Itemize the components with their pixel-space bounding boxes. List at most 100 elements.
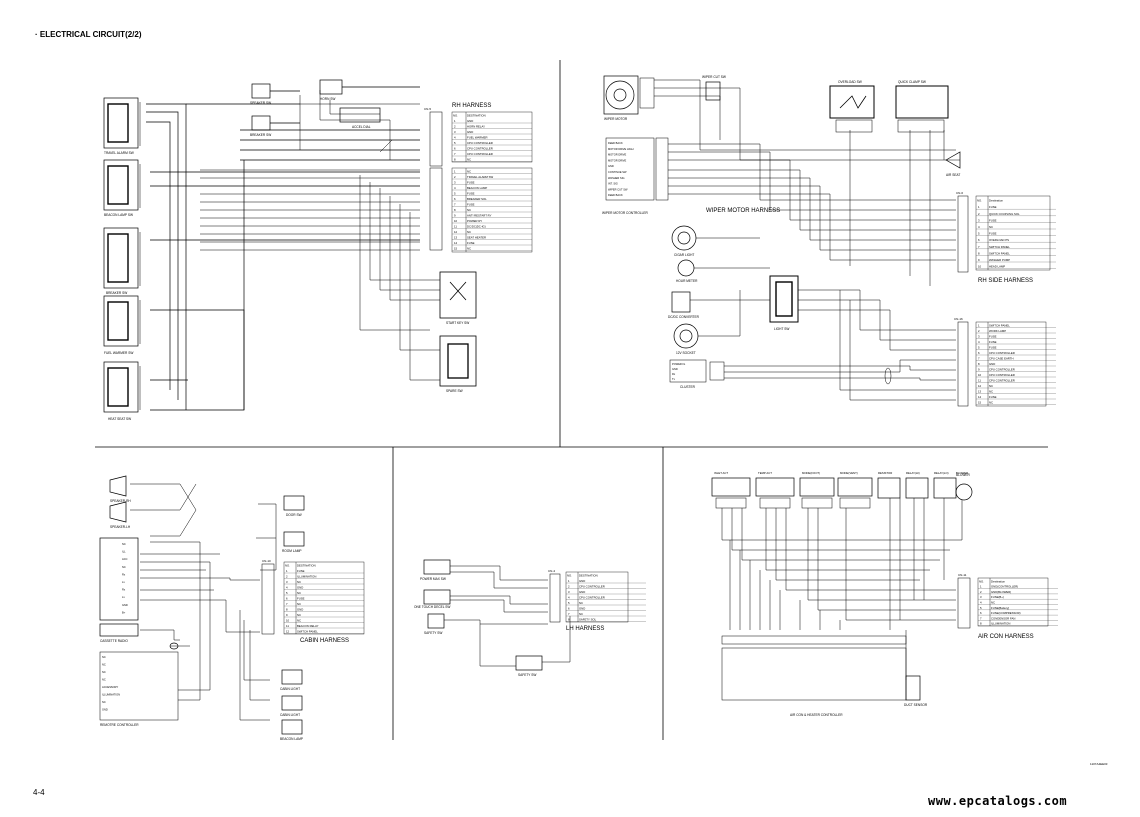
- one-touch-decel-sw-label: ONE TOUCH DECEL SW: [414, 605, 450, 609]
- rh_bottom-row-no: 13: [454, 236, 458, 240]
- rh_side_bottom-row-dest: CPU CASE EARTH: [989, 357, 1014, 361]
- rh_bottom-row-dest: ANTI RESTART RY: [467, 214, 492, 218]
- cabin-row-dest: GND: [297, 586, 303, 590]
- rh_side_bottom-row-no: 1: [978, 324, 980, 328]
- cabin-light-1-label: CABIN LIGHT: [280, 687, 300, 691]
- rh_bottom-row-no: 7: [454, 203, 456, 207]
- rh_bottom-row-no: 4: [454, 186, 456, 190]
- rh_bottom-row-no: 9: [454, 214, 456, 218]
- rh_top-row-no: 5: [454, 141, 456, 145]
- cabin-row-dest: NC: [297, 591, 301, 595]
- wiper-controller-pin: GND: [608, 164, 614, 168]
- safety-sw-1-label: SAFETY SW: [424, 631, 442, 635]
- wiper-controller-pin: MOTOR DRIVE: [608, 153, 627, 157]
- rh_bottom-row-dest: NC: [467, 208, 471, 212]
- aircon-header-dest: Destination: [991, 579, 1005, 583]
- radio-pin: NC: [122, 542, 126, 546]
- rh_side_bottom-row-dest: CPU CONTROLLER: [989, 373, 1015, 377]
- rh_side_top-row-no: 4: [978, 225, 980, 229]
- cabin-row-no: 6: [286, 597, 288, 601]
- rh_top-row-dest: FUEL WARMER: [467, 136, 487, 140]
- rh-side-tables: [975, 195, 1051, 407]
- cabin-row-no: 5: [286, 591, 288, 595]
- rh_side_top-row-no: 5: [978, 232, 980, 236]
- lh-harness-label: LH HARNESS: [566, 626, 604, 632]
- aircon-module-label: RESISTOR: [878, 471, 892, 475]
- rh_bottom-row-no: 11: [454, 225, 457, 229]
- rh_top-header-dest: DESTINATION: [467, 114, 486, 118]
- rh_side_top-row-dest: OVERLOAD PS: [989, 238, 1009, 242]
- rh_bottom-row-dest: FUSE: [467, 203, 475, 207]
- rh_top-row-no: 6: [454, 147, 456, 151]
- wiper-cut-sw-label: WIPER CUT SW: [702, 75, 726, 79]
- rh_top-row-dest: CPU CONTROLLER: [467, 147, 493, 151]
- cabin-row-no: 10: [286, 619, 290, 623]
- lh-section: [423, 559, 571, 671]
- spare-sw-label: SPARE SW: [446, 389, 463, 393]
- speaker-lh-label: SPEAKER-LH: [110, 525, 131, 529]
- aircon-row-no: 5: [980, 606, 982, 610]
- rh_side_bottom-row-dest: CPU CONTROLLER: [989, 379, 1015, 383]
- cabin-table: [283, 561, 365, 635]
- rh_side_bottom-row-no: 13: [978, 390, 982, 394]
- cluster-pin: Tx: [672, 377, 676, 381]
- rh_side_top-row-dest: FUSE: [989, 205, 997, 209]
- rh_top-row-no: 7: [454, 152, 456, 156]
- cabin-header-dest: DESTINATION: [297, 564, 316, 568]
- aircon-row-dest: FUSE(B+): [991, 595, 1004, 599]
- cigar-light-label: CIGAR LIGHT: [674, 253, 694, 257]
- rh_top-row-dest: NC: [467, 158, 471, 162]
- aircon-module-label: RELAY(LO): [934, 471, 949, 475]
- rh_bottom-row-dest: FUSE: [467, 241, 475, 245]
- cabin-row-dest: GND: [297, 608, 303, 612]
- rh_side_top-header-no: NO.: [977, 199, 982, 203]
- rh_side_bottom-row-dest: CPU CONTROLLER: [989, 351, 1015, 355]
- rh_bottom-row-no: 1: [454, 170, 456, 174]
- lh-row-dest: CPU CONTROLLER: [579, 596, 605, 600]
- left-switch-stack: [103, 97, 420, 413]
- remote-pin: NC: [102, 678, 106, 682]
- rh-destination-tables: [451, 111, 533, 253]
- rh_side_bottom-row-no: 7: [978, 357, 980, 361]
- power-max-sw-label: POWER MAX SW: [420, 577, 446, 581]
- lh-row-dest: GND: [579, 607, 585, 611]
- cabin-row-no: 4: [286, 586, 288, 590]
- lh-row-no: 6: [568, 607, 570, 611]
- rh_side_bottom-row-no: 14: [978, 395, 982, 399]
- cabin-row-no: 7: [286, 602, 288, 606]
- cabin-row-no: 1: [286, 569, 288, 573]
- cabin-row-dest: NC: [297, 602, 301, 606]
- rh_side_bottom-row-no: 2: [978, 329, 980, 333]
- aircon-module-label: RELAY(HI): [906, 471, 920, 475]
- spare-switch: [439, 335, 477, 387]
- remote-pin: ACCESSORY: [102, 685, 119, 689]
- cabin-row-no: 3: [286, 580, 288, 584]
- cabin-row-dest: FUSE: [297, 569, 305, 573]
- aircon-module-label: BLOWER: [956, 471, 968, 475]
- rh_side_top-row-dest: SWITCH PANEL: [989, 245, 1010, 249]
- rh_side_bottom-row-dest: FUSE: [989, 395, 997, 399]
- rh_side_bottom-row-no: 3: [978, 335, 980, 339]
- lh-row-no: 5: [568, 601, 570, 605]
- aircon-row-no: 2: [980, 590, 982, 594]
- cabin-section: [99, 475, 305, 735]
- rh_bottom-row-dest: NC: [467, 230, 471, 234]
- rh_bottom-row-dest: BREAKER SOL: [467, 197, 487, 201]
- watermark-link[interactable]: www.epcatalogs.com: [928, 794, 1068, 808]
- rh_side_bottom-row-no: 12: [978, 384, 982, 388]
- rh_side_top-row-no: 9: [978, 258, 980, 262]
- blower-label: BLOWER: [956, 473, 971, 477]
- radio-pin: ACC: [122, 557, 128, 561]
- room-lamp-label: ROOM LAMP: [282, 549, 301, 553]
- aircon-row-dest: GND(CONTROLLER): [991, 585, 1018, 589]
- cabin-header-no: NO.: [285, 564, 290, 568]
- cn11-label: CN-11: [958, 573, 967, 577]
- breaker-sw-2-label: BREAKER SW: [250, 133, 271, 137]
- aircon-row-no: 1: [980, 585, 982, 589]
- cluster-pin: POWER IG: [672, 362, 685, 366]
- rh_side_bottom-row-dest: FUSE: [989, 346, 997, 350]
- wiper-controller-pin: FEED BACK: [608, 141, 623, 145]
- radio-pin: B+: [122, 610, 126, 614]
- rh_bottom-row-no: 15: [454, 247, 458, 251]
- rh_top-header-no: NO.: [453, 114, 458, 118]
